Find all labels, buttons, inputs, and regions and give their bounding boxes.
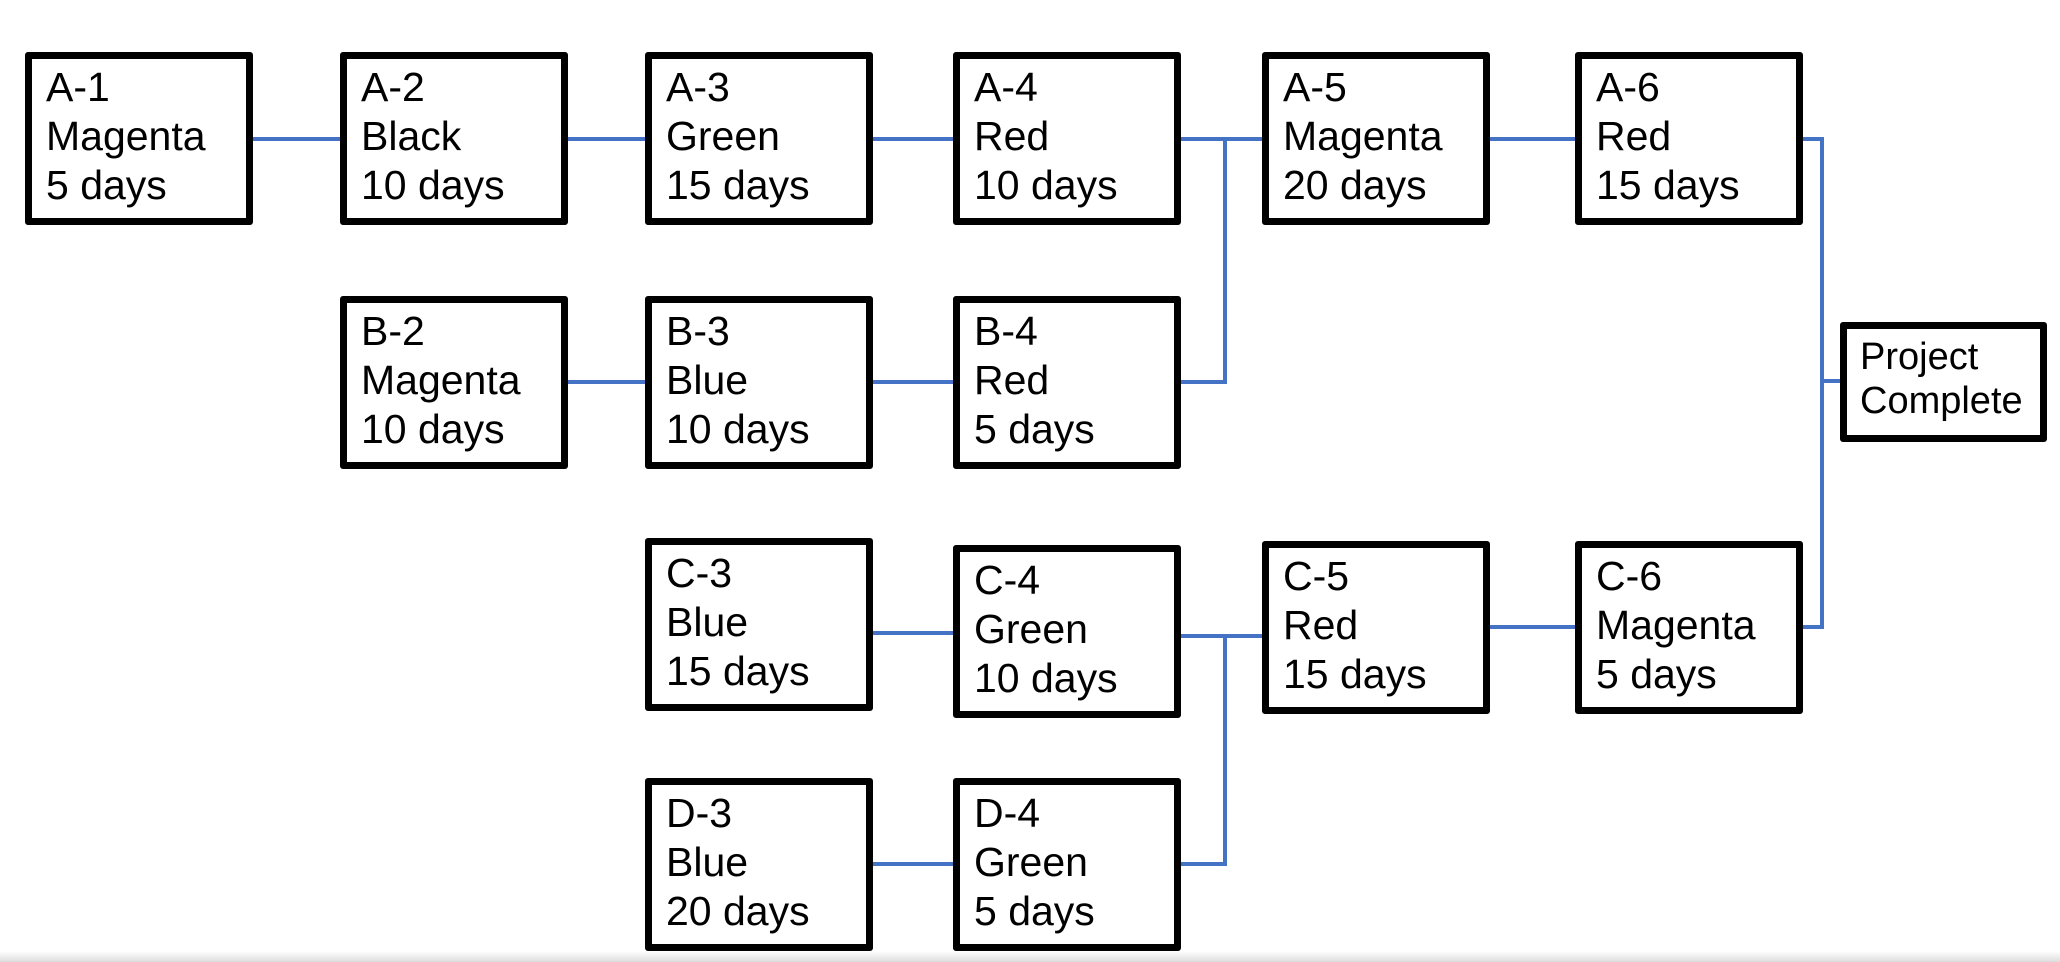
task-node-text: 15 days	[1596, 162, 1740, 208]
task-node-text: B-3	[666, 308, 730, 354]
connector-horizontal	[1181, 380, 1225, 384]
connector-horizontal	[568, 380, 645, 384]
connector-horizontal	[873, 137, 953, 141]
task-node-text: Green	[974, 606, 1088, 652]
connector-horizontal	[568, 137, 645, 141]
task-node-text: Complete	[1860, 380, 2023, 422]
task-node-text: 20 days	[1283, 162, 1427, 208]
task-node-text: 5 days	[46, 162, 167, 208]
connector-horizontal	[873, 380, 953, 384]
task-node-text: 15 days	[1283, 651, 1427, 697]
connector-horizontal	[1490, 137, 1575, 141]
task-node-text: 10 days	[666, 406, 810, 452]
task-node-text: Magenta	[361, 357, 521, 403]
task-node-text: Blue	[666, 357, 749, 403]
connector-vertical	[1223, 137, 1227, 384]
connector-horizontal	[1181, 862, 1225, 866]
task-node-text: A-1	[46, 64, 110, 110]
task-node-text: Red	[974, 357, 1050, 403]
connector-horizontal	[1490, 625, 1575, 629]
task-node-text: 10 days	[974, 162, 1118, 208]
connector-horizontal	[1822, 379, 1840, 383]
task-node-text: A-5	[1283, 64, 1347, 110]
connector-horizontal	[873, 862, 953, 866]
task-node-text: C-4	[974, 557, 1041, 603]
task-node-text: 5 days	[974, 888, 1095, 934]
task-node-text: Red	[1283, 602, 1359, 648]
task-node-text: 20 days	[666, 888, 810, 934]
task-node-text: C-5	[1283, 553, 1350, 599]
connector-vertical	[1820, 137, 1824, 629]
task-node-text: Magenta	[1283, 113, 1443, 159]
connector-horizontal	[1181, 634, 1262, 638]
connector-horizontal	[1181, 137, 1262, 141]
task-node-text: B-2	[361, 308, 425, 354]
connector-horizontal	[253, 137, 340, 141]
window-edge-shadow	[0, 951, 2060, 962]
task-node-text: Magenta	[46, 113, 206, 159]
task-node-text: A-2	[361, 64, 425, 110]
task-node-text: 5 days	[974, 406, 1095, 452]
task-node-text: C-3	[666, 550, 733, 596]
task-node-text: 15 days	[666, 162, 810, 208]
task-node-text: D-4	[974, 790, 1041, 836]
task-node-text: A-3	[666, 64, 730, 110]
task-node-text: B-4	[974, 308, 1038, 354]
task-node-text: 10 days	[361, 162, 505, 208]
task-node-text: D-3	[666, 790, 733, 836]
connector-vertical	[1223, 634, 1227, 866]
task-node-text: Blue	[666, 839, 749, 885]
task-node-text: Red	[974, 113, 1050, 159]
task-node-text: Black	[361, 113, 462, 159]
task-node-text: 15 days	[666, 648, 810, 694]
task-node-text: Project	[1860, 336, 1979, 378]
connector-horizontal	[1803, 137, 1822, 141]
task-node-text: Blue	[666, 599, 749, 645]
task-node-text: C-6	[1596, 553, 1663, 599]
task-node-text: 5 days	[1596, 651, 1717, 697]
task-node-text: A-6	[1596, 64, 1660, 110]
task-node-text: A-4	[974, 64, 1038, 110]
task-node-text: Red	[1596, 113, 1672, 159]
task-node-text: Magenta	[1596, 602, 1756, 648]
task-node-text: Green	[974, 839, 1088, 885]
connector-horizontal	[1803, 625, 1822, 629]
task-node-text: 10 days	[974, 655, 1118, 701]
connector-horizontal	[873, 631, 953, 635]
task-node-text: Green	[666, 113, 780, 159]
task-node-text: 10 days	[361, 406, 505, 452]
